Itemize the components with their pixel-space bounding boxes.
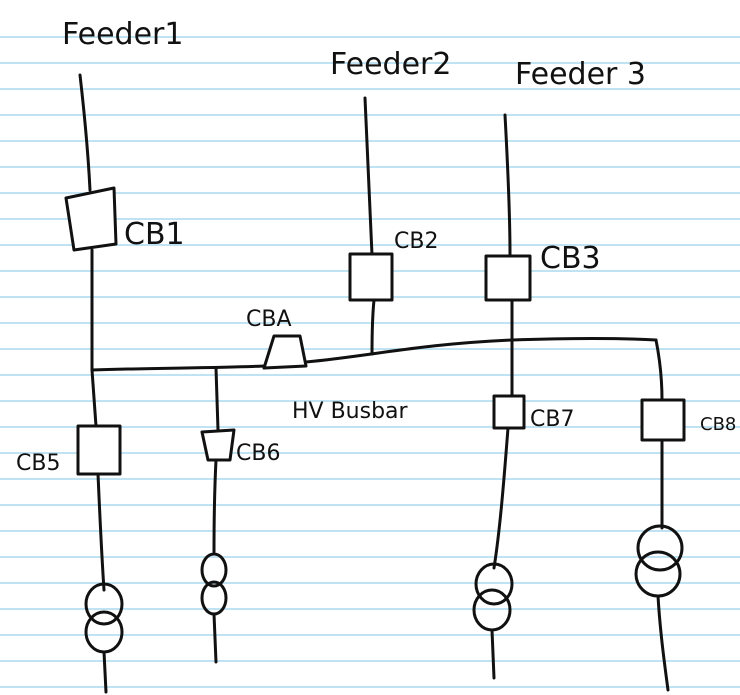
cb6-to-transformer-line: [212, 458, 218, 554]
transformer-cb8-bottom: [634, 550, 682, 598]
cb2-label: CB2: [394, 229, 438, 254]
transformer-cb7-top: [474, 562, 514, 606]
feeder1-label: Feeder1: [62, 17, 183, 52]
transformer-cb6-output-line: [212, 612, 218, 664]
cb6-symbol: [200, 428, 236, 462]
feeder2-label: Feeder2: [330, 47, 451, 82]
cb6-label: CB6: [236, 441, 280, 466]
hv-busbar-right: [304, 337, 658, 364]
feeder3-label: Feeder 3: [515, 57, 646, 92]
cba-symbol: [262, 334, 308, 370]
hv-busbar-label: HV Busbar: [292, 399, 409, 424]
transformer-cb7-output-line: [490, 628, 496, 680]
transformer-cb8-output-line: [656, 594, 670, 692]
cb7-label: CB7: [530, 407, 574, 432]
cb5-label: CB5: [16, 451, 60, 476]
cb1-label: CB1: [124, 217, 185, 252]
transformer-cb5-top: [84, 582, 124, 626]
feeder2-line: [363, 96, 374, 257]
feeder3-line: [503, 113, 512, 257]
transformer-cb6-top: [200, 552, 228, 588]
transformer-cb5-bottom: [84, 610, 124, 654]
cb2-to-bus-line: [370, 298, 376, 356]
cb3-symbol: [484, 254, 532, 302]
cb8-label: CB8: [700, 414, 736, 435]
cb1-symbol: [64, 186, 118, 252]
cb2-symbol: [348, 252, 394, 302]
cb7-symbol: [492, 394, 526, 430]
transformer-cb5-output-line: [102, 650, 108, 694]
cb7-to-transformer-line: [492, 426, 510, 570]
transformer-cb7-bottom: [472, 588, 512, 632]
cb3-label: CB3: [540, 241, 601, 276]
cb5-to-transformer-line: [96, 472, 106, 592]
hv-busbar-left: [90, 364, 266, 372]
cb5-branch-line: [90, 368, 98, 428]
cb8-branch-line: [654, 338, 664, 402]
cb5-symbol: [76, 424, 122, 476]
cb6-branch-line: [214, 366, 220, 432]
cb8-symbol: [640, 398, 686, 442]
feeder1-line: [78, 73, 92, 192]
cba-label: CBA: [246, 307, 292, 332]
transformer-cb8-top: [636, 524, 684, 572]
